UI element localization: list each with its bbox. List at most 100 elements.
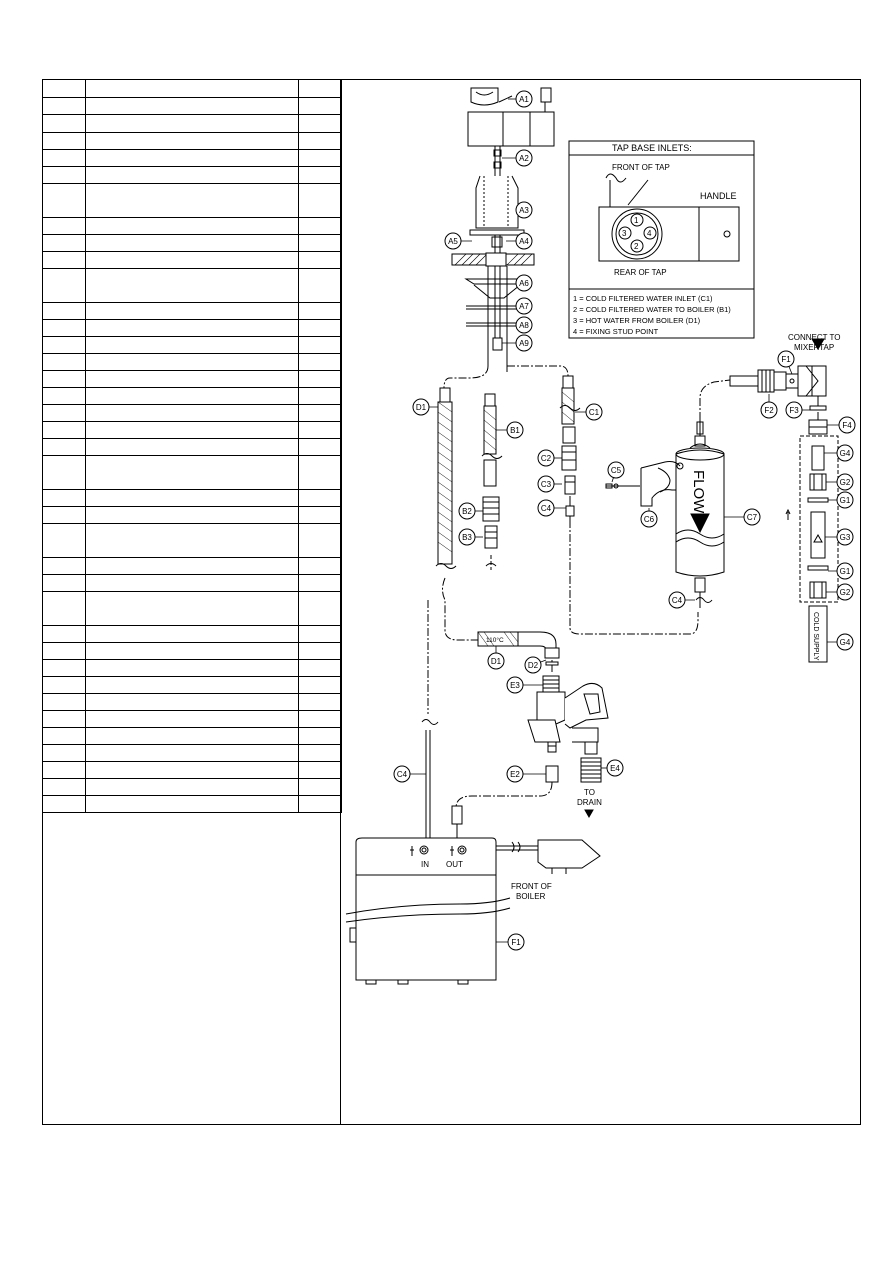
port-number-3: 3: [622, 229, 627, 238]
parts-table-cell: [298, 302, 342, 320]
parts-table-row: [42, 506, 342, 524]
parts-table-cell: [298, 625, 342, 643]
parts-table-cell: [42, 114, 86, 133]
legend-line-1: 1 = COLD FILTERED WATER INLET (C1): [573, 294, 713, 303]
parts-table-cell: [298, 114, 342, 133]
callout-label-a6: A6: [519, 279, 529, 288]
callout-circle: [537, 499, 555, 517]
parts-table-cell: [42, 97, 86, 115]
parts-table-cell: [42, 642, 86, 660]
callout-circle: [606, 759, 624, 777]
callout-label-f2: F2: [764, 406, 774, 415]
parts-table-body: [42, 79, 342, 813]
parts-table-cell: [42, 319, 86, 337]
cold-supply-label: COLD SUPPLY: [812, 612, 819, 661]
installation-diagram: A1A2A3A4A5A6A7A8A9B1B2B3C1C2C3C4C4C4C5C6…: [345, 87, 856, 985]
pressure-relief-valve: [455, 631, 609, 819]
port-number-1: 1: [634, 216, 639, 225]
parts-table-cell: [85, 353, 299, 371]
parts-table-row: [42, 336, 342, 354]
parts-table-row: [42, 625, 342, 643]
parts-table-cell: [85, 183, 299, 218]
callout-label-a5: A5: [448, 237, 458, 246]
parts-table-row: [42, 421, 342, 439]
parts-table-row: [42, 217, 342, 235]
boiler-in-label: IN: [421, 860, 429, 869]
fixing-stud: [493, 146, 502, 176]
parts-table-cell: [298, 557, 342, 575]
callout-label-a1: A1: [519, 95, 529, 104]
tap-body: [467, 87, 555, 147]
callout-label-g4b: G4: [840, 638, 851, 647]
callout-label-g3: G3: [840, 533, 851, 542]
parts-table-cell: [85, 336, 299, 354]
parts-table-cell: [85, 761, 299, 779]
parts-table-cell: [85, 79, 299, 98]
parts-table-cell: [298, 421, 342, 439]
parts-table-cell: [42, 302, 86, 320]
parts-table-cell: [42, 693, 86, 711]
parts-table-cell: [42, 79, 86, 98]
parts-table-cell: [85, 149, 299, 167]
tap-base-title: TAP BASE INLETS:: [612, 143, 692, 153]
callout-label-a8: A8: [519, 321, 529, 330]
callout-label-e4: E4: [610, 764, 620, 773]
parts-table-cell: [298, 234, 342, 252]
parts-table-row: [42, 234, 342, 252]
parts-table-cell: [42, 710, 86, 728]
parts-table-cell: [298, 778, 342, 796]
parts-table-row: [42, 353, 342, 371]
parts-table-cell: [85, 302, 299, 320]
parts-table-row: [42, 727, 342, 745]
parts-table-cell: [85, 404, 299, 422]
rear-of-tap-label: REAR OF TAP: [614, 268, 667, 277]
parts-table-cell: [42, 421, 86, 439]
parts-table-cell: [298, 387, 342, 405]
parts-table-cell: [85, 642, 299, 660]
tap-shank: [469, 175, 525, 260]
callout-circle: [838, 416, 856, 434]
parts-table-cell: [85, 795, 299, 813]
parts-table-cell: [298, 676, 342, 694]
callout-circle: [537, 475, 555, 493]
parts-table-row: [42, 438, 342, 456]
worktop: [451, 252, 535, 267]
callout-circle: [507, 933, 525, 951]
parts-table-cell: [298, 97, 342, 115]
water-filter: [675, 379, 731, 608]
parts-table-cell: [298, 523, 342, 558]
parts-table-cell: [42, 574, 86, 592]
callout-label-e3: E3: [510, 681, 520, 690]
parts-table-row: [42, 97, 342, 115]
callout-circle: [760, 401, 778, 419]
parts-table-cell: [85, 693, 299, 711]
parts-table-cell: [42, 676, 86, 694]
parts-table-row: [42, 574, 342, 592]
hot-water-hose: [435, 365, 489, 641]
parts-table-cell: [85, 438, 299, 456]
callout-label-f3: F3: [789, 406, 799, 415]
parts-table-cell: [42, 336, 86, 354]
parts-table-cell: [85, 625, 299, 643]
parts-table-cell: [42, 183, 86, 218]
parts-table-cell: [42, 438, 86, 456]
parts-table-row: [42, 149, 342, 167]
handle-label: HANDLE: [700, 191, 737, 201]
callout-label-g1a: G1: [840, 496, 851, 505]
parts-table: [42, 79, 342, 813]
flow-label: FLOW: [690, 470, 707, 514]
callout-circle: [515, 316, 533, 334]
parts-table-cell: [298, 268, 342, 303]
parts-table-row: [42, 744, 342, 762]
callout-circle: [836, 491, 854, 509]
parts-table-cell: [298, 79, 342, 98]
parts-table-row: [42, 268, 342, 303]
parts-table-cell: [85, 676, 299, 694]
parts-table-cell: [42, 625, 86, 643]
parts-table-cell: [298, 370, 342, 388]
callout-circle: [836, 473, 854, 491]
parts-table-row: [42, 591, 342, 626]
parts-table-cell: [298, 132, 342, 150]
parts-table-cell: [298, 642, 342, 660]
parts-table-row: [42, 710, 342, 728]
